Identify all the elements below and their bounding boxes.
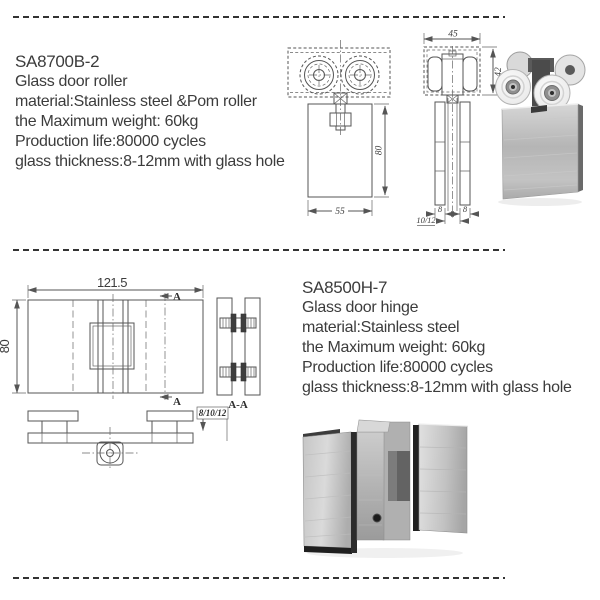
roller-spec-block: SA8700B-2 Glass door roller material:Sta… [15, 52, 285, 172]
dim-label-121-5: 121.5 [97, 278, 127, 290]
dimension-width-121-5: 121.5 [27, 278, 204, 298]
roller-product-code: SA8700B-2 [15, 52, 100, 71]
dimension-height-80: 80 [374, 103, 389, 198]
section-a-a-view: A-A [216, 297, 261, 411]
roller-wheels-side [427, 53, 478, 96]
hinge-spec-life: Production life:80000 cycles [302, 359, 493, 376]
section-bolt-2 [219, 362, 257, 382]
roller-photo-clamp-body [501, 103, 583, 200]
section-bolt-1 [219, 313, 257, 333]
roller-spec-weight: the Maximum weight: 60kg [15, 113, 199, 130]
roller-photo-wheel-left [495, 69, 531, 105]
section-label: A-A [228, 399, 248, 411]
section-marker-bottom: A [173, 396, 181, 408]
roller-spec-material: material:Stainless steel &Pom roller [15, 93, 257, 110]
hinge-spec-material: material:Stainless steel [302, 319, 460, 336]
dim-label-42: 42 [494, 67, 504, 77]
hinge-photo-center-block [356, 419, 411, 541]
dim-label-8-left: 8 [438, 204, 443, 214]
dim-label-10-12: 10/12 [416, 215, 436, 225]
hinge-product-code: SA8500H-7 [302, 278, 388, 297]
roller-side-drawing: 45 42 [416, 30, 504, 226]
roller-wheels-front [299, 55, 380, 95]
hinge-product-name: Glass door hinge [302, 299, 419, 316]
dim-label-8-right: 8 [463, 204, 468, 214]
dimension-width-45: 45 [423, 30, 481, 44]
dashed-separator-bottom [13, 577, 505, 579]
hinge-photo [302, 419, 468, 558]
roller-product-name: Glass door roller [15, 73, 128, 90]
dimension-height-42: 42 [482, 46, 504, 96]
dimension-glass-10-12: 10/12 [416, 215, 470, 226]
dashed-separator-top [13, 16, 505, 18]
hinge-bottom-body [27, 410, 194, 470]
hinge-photo-left-plate [302, 429, 357, 554]
hinge-photo-right-plate [413, 423, 468, 534]
dashed-separator-middle [13, 249, 505, 251]
hinge-bottom-drawing: 8/10/12 [27, 406, 229, 470]
dimension-plate-8-8: 8 8 [425, 204, 480, 224]
hinge-body-front [27, 294, 204, 399]
section-cut-line: A A [159, 291, 181, 408]
roller-spec-thickness: glass thickness:8-12mm with glass hole [15, 153, 285, 170]
hinge-spec-thickness: glass thickness:8-12mm with glass hole [302, 379, 572, 396]
dim-label-8-10-12: 8/10/12 [199, 408, 227, 418]
clamp-side [434, 46, 471, 218]
roller-front-drawing: 80 55 [287, 40, 391, 217]
dimension-height-80: 80 [0, 299, 26, 394]
hinge-front-drawing: 121.5 80 A A [0, 278, 261, 411]
hinge-spec-weight: the Maximum weight: 60kg [302, 339, 486, 356]
dimension-width-55: 55 [307, 200, 373, 217]
glass-panel-front [307, 103, 373, 198]
dim-label-80-hinge: 80 [0, 340, 12, 354]
roller-spec-life: Production life:80000 cycles [15, 133, 206, 150]
roller-photo [495, 51, 586, 206]
hinge-spec-block: SA8500H-7 Glass door hinge material:Stai… [302, 278, 572, 398]
section-marker-top: A [173, 291, 181, 303]
dimension-glass-8-10-12: 8/10/12 [196, 406, 229, 441]
dim-label-80: 80 [375, 146, 385, 156]
photo-shadow [498, 198, 582, 206]
roller-photo-wheel-right [533, 74, 571, 112]
hanger-bolt-front [329, 40, 352, 137]
dim-label-55: 55 [335, 207, 345, 217]
dim-label-45: 45 [448, 30, 458, 40]
